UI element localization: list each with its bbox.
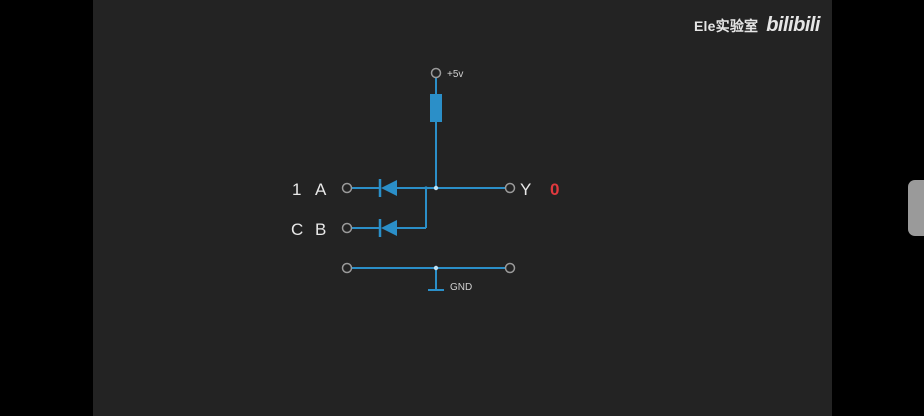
input-a-name: A xyxy=(315,180,327,199)
side-drag-handle[interactable] xyxy=(908,180,924,236)
diode-b xyxy=(378,219,397,237)
input-b-value: C xyxy=(291,220,303,239)
supply-label: +5v xyxy=(447,69,463,80)
input-b-terminal xyxy=(341,222,353,234)
input-a-value: 1 xyxy=(292,180,301,199)
output-name: Y xyxy=(520,180,531,199)
bilibili-logo: bilibili xyxy=(766,14,820,36)
ground-label: GND xyxy=(450,282,472,293)
watermark: Ele实验室 bilibili xyxy=(694,14,820,37)
ground-left-terminal xyxy=(341,262,353,274)
video-frame: Ele实验室 bilibili xyxy=(93,0,832,416)
ground-right-terminal xyxy=(504,262,516,274)
output-terminal xyxy=(504,182,516,194)
junction-dot-node xyxy=(433,185,439,191)
channel-name: Ele实验室 xyxy=(694,17,759,34)
junction-dot-b xyxy=(424,186,428,190)
vcc-terminal xyxy=(430,67,442,79)
junction-dot-ground xyxy=(433,265,439,271)
input-a-terminal xyxy=(341,182,353,194)
output-value: 0 xyxy=(550,180,559,199)
input-b-name: B xyxy=(315,220,326,239)
diode-a xyxy=(378,179,397,197)
pull-up-resistor xyxy=(430,94,442,122)
